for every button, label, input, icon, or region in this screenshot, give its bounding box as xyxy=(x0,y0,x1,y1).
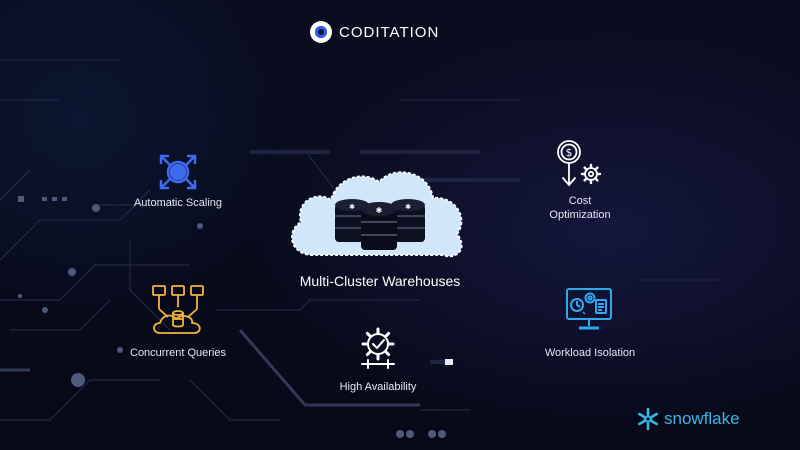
snowflake-logo: snowflake xyxy=(636,407,740,431)
workload-isolation-label: Workload Isolation xyxy=(544,347,636,359)
dollar-coin-gear-icon: $ xyxy=(557,140,602,187)
gear-check-icon xyxy=(361,327,395,369)
brand-name: CODITATION xyxy=(339,23,440,41)
cost-label-line1: Cost xyxy=(568,195,592,207)
snowflake-icon xyxy=(637,407,659,431)
monitors-database-cloud-icon xyxy=(152,285,204,334)
svg-text:✱: ✱ xyxy=(349,203,355,211)
svg-text:✱: ✱ xyxy=(376,206,383,215)
brand-logo: CODITATION xyxy=(310,18,439,46)
svg-text:$: $ xyxy=(566,146,573,159)
cost-label-line2: Optimization xyxy=(549,209,611,221)
svg-text:✱: ✱ xyxy=(405,203,411,211)
automatic-scaling-label: Automatic Scaling xyxy=(133,197,223,209)
snowflake-wordmark: snowflake xyxy=(664,409,740,428)
high-availability-label: High Availability xyxy=(339,381,417,393)
cloud-database-icon: ✱ ✱ ✱ xyxy=(291,171,463,258)
center-title: Multi-Cluster Warehouses xyxy=(299,273,461,289)
arrows-expand-icon xyxy=(159,154,197,190)
coditation-logo-icon xyxy=(310,21,332,43)
cost-optimization-label: Cost Optimization xyxy=(530,194,630,222)
concurrent-queries-label: Concurrent Queries xyxy=(130,347,226,359)
monitor-cog-icon xyxy=(566,288,612,330)
